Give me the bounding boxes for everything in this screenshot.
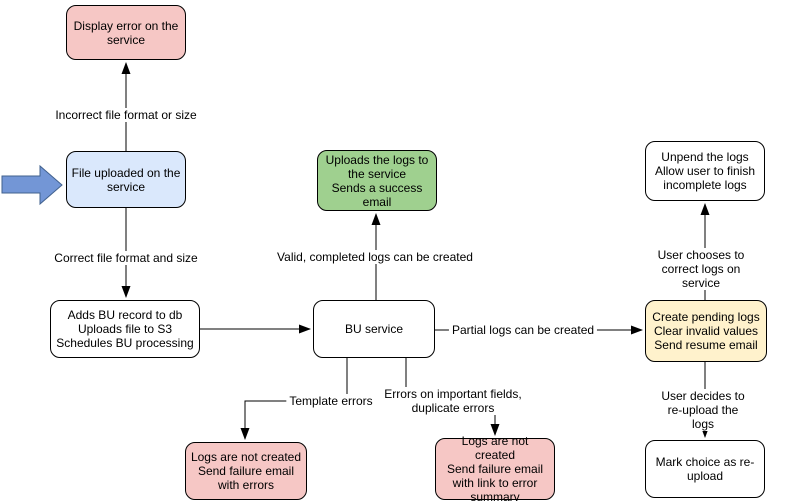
node-logs-failure-summary-label: Logs are not created Send failure email … [446, 434, 544, 501]
node-create-pending-logs: Create pending logs Clear invalid values… [645, 300, 767, 362]
node-display-error: Display error on the service [66, 5, 186, 60]
edge-label-partial-logs: Partial logs can be created [448, 323, 598, 337]
node-unpend-logs-label: Unpend the logs Allow user to finish inc… [654, 150, 756, 192]
node-adds-bu-record-label: Adds BU record to db Uploads file to S3 … [56, 308, 194, 350]
node-bu-service: BU service [313, 300, 435, 358]
node-mark-choice-reupload: Mark choice as re- upload [645, 440, 765, 498]
edge-label-user-corrects: User chooses to correct logs on service [651, 248, 751, 290]
edge-label-user-reuploads: User decides to re-upload the logs [654, 389, 752, 431]
flow-entry-arrow-icon [1, 164, 63, 206]
node-logs-failure-summary: Logs are not created Send failure email … [435, 434, 555, 501]
edge-label-valid-logs: Valid, completed logs can be created [274, 250, 476, 264]
node-unpend-logs: Unpend the logs Allow user to finish inc… [645, 141, 765, 201]
edge-label-field-errors: Errors on important fields, duplicate er… [381, 387, 525, 415]
node-display-error-label: Display error on the service [73, 18, 179, 47]
node-bu-service-label: BU service [344, 322, 403, 336]
node-mark-choice-reupload-label: Mark choice as re- upload [655, 455, 755, 483]
node-file-uploaded: File uploaded on the service [66, 151, 186, 208]
node-file-uploaded-label: File uploaded on the service [71, 165, 181, 194]
node-uploads-logs-success-label: Uploads the logs to the service Sends a … [325, 152, 429, 209]
edge-label-template-errors: Template errors [286, 394, 376, 408]
edge-label-incorrect-format: Incorrect file format or size [52, 108, 200, 122]
node-create-pending-logs-label: Create pending logs Clear invalid values… [652, 310, 760, 352]
node-uploads-logs-success: Uploads the logs to the service Sends a … [317, 150, 437, 211]
node-logs-failure-errors-label: Logs are not created Send failure email … [190, 450, 302, 492]
edge-label-correct-format: Correct file format and size [51, 251, 201, 265]
node-adds-bu-record: Adds BU record to db Uploads file to S3 … [50, 300, 200, 358]
node-logs-failure-errors: Logs are not created Send failure email … [185, 442, 307, 500]
